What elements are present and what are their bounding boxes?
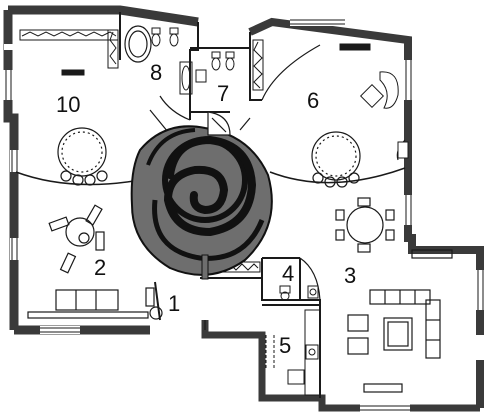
room1-sofa-icon: [27, 287, 163, 320]
room-label-4: 4: [282, 261, 294, 286]
kitchen-fixtures: [265, 309, 321, 396]
room-label-3: 3: [344, 263, 356, 288]
room-label-7: 7: [217, 81, 229, 106]
bathroom-7-fixtures: [179, 51, 235, 95]
bathtub-icon: [124, 25, 152, 63]
bathroom-4-fixtures: [279, 285, 319, 301]
room-label-8: 8: [150, 60, 162, 85]
spiral-staircase-icon: [130, 125, 273, 280]
room-label-6: 6: [307, 88, 319, 113]
room-label-10: 10: [56, 92, 80, 117]
chair-icon: [48, 204, 105, 274]
room-label-5: 5: [279, 333, 291, 358]
wardrobe-room6: [252, 39, 264, 91]
sofa-icon: [347, 249, 453, 393]
window-lines: [5, 19, 484, 411]
stair-landing: [207, 111, 231, 136]
round-table-room6-icon: [311, 131, 361, 188]
wardrobe-top-left: [19, 29, 119, 76]
round-table-icon: [57, 127, 108, 186]
dining-table-icon: [335, 197, 395, 253]
interior-walls: [15, 12, 406, 398]
door-block: [397, 141, 409, 159]
room-label-1: 1: [168, 291, 180, 316]
room-label-2: 2: [94, 255, 106, 280]
window-gaps: [4, 18, 484, 412]
room6-furniture: [339, 43, 399, 109]
toilet-icon: [151, 27, 179, 47]
